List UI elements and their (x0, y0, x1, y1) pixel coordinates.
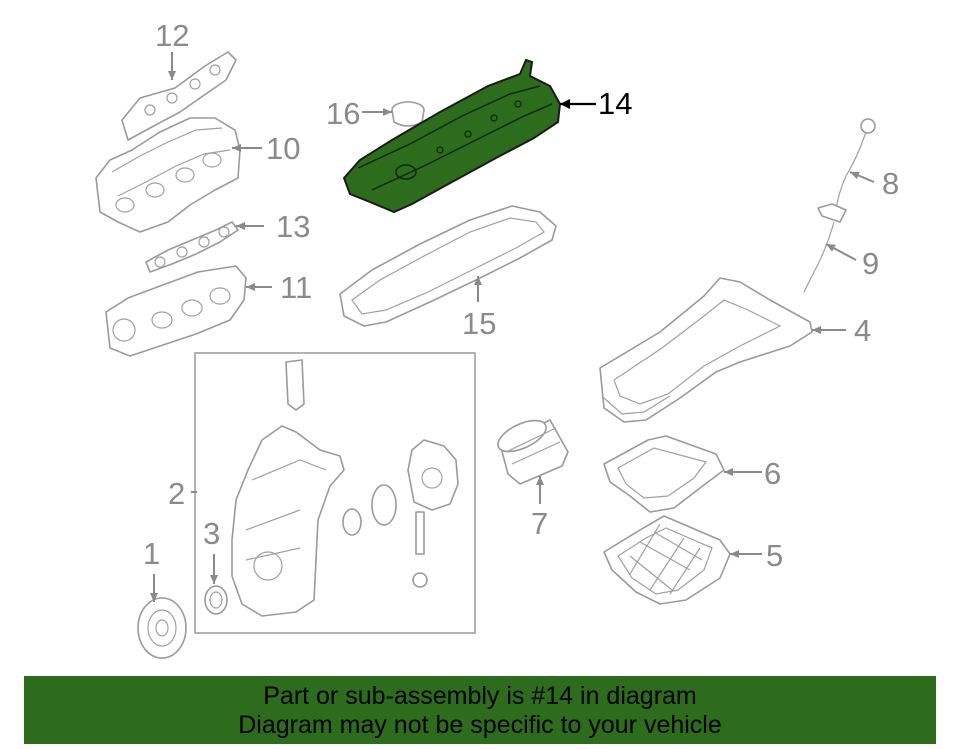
callout-12: 12 (155, 18, 189, 53)
part-13-gasket (145, 221, 239, 273)
callout-15: 15 (462, 306, 496, 341)
callout-6: 6 (764, 456, 781, 491)
part-6-baffle (603, 435, 725, 513)
callout-14: 14 (598, 86, 632, 121)
part-8-dipstick (835, 118, 876, 211)
part-4-oil-pan (599, 277, 813, 423)
part-2-timing-cover (231, 425, 345, 617)
timing-chain-guide (285, 359, 305, 411)
part-14-valve-cover (342, 58, 562, 214)
callout-1: 1 (143, 536, 160, 571)
callout-4: 4 (854, 313, 871, 348)
relief-valve (412, 511, 428, 588)
callout-9: 9 (862, 246, 879, 281)
sprocket-gear (342, 484, 397, 536)
part-7-oil-filter (497, 419, 569, 485)
part-10-intake-manifold (95, 117, 241, 233)
part-1-pulley (137, 597, 187, 659)
valve-cover-body (342, 58, 562, 214)
banner-line-2: Diagram may not be specific to your vehi… (238, 711, 722, 739)
oil-pump (407, 439, 459, 511)
part-9-dipstick-tube (803, 203, 847, 293)
callout-13: 13 (276, 209, 310, 244)
leader-lines (150, 52, 875, 602)
callout-3: 3 (203, 516, 220, 551)
part-12-gasket (121, 51, 237, 141)
callout-11: 11 (280, 270, 312, 305)
callout-8: 8 (882, 166, 899, 201)
part-11-lower-manifold (105, 265, 247, 357)
part-16-oil-cap (391, 101, 425, 127)
info-banner: Part or sub-assembly is #14 in diagram D… (24, 676, 936, 744)
part-15-valve-cover-gasket (339, 205, 557, 327)
callout-5: 5 (766, 538, 783, 573)
part-3-seal (204, 585, 228, 615)
banner-line-1: Part or sub-assembly is #14 in diagram (263, 682, 697, 710)
part-5-lower-pan (603, 515, 731, 605)
callout-10: 10 (266, 131, 300, 166)
callout-7: 7 (531, 506, 548, 541)
callout-16: 16 (326, 96, 360, 131)
callout-2: 2 (168, 476, 185, 511)
